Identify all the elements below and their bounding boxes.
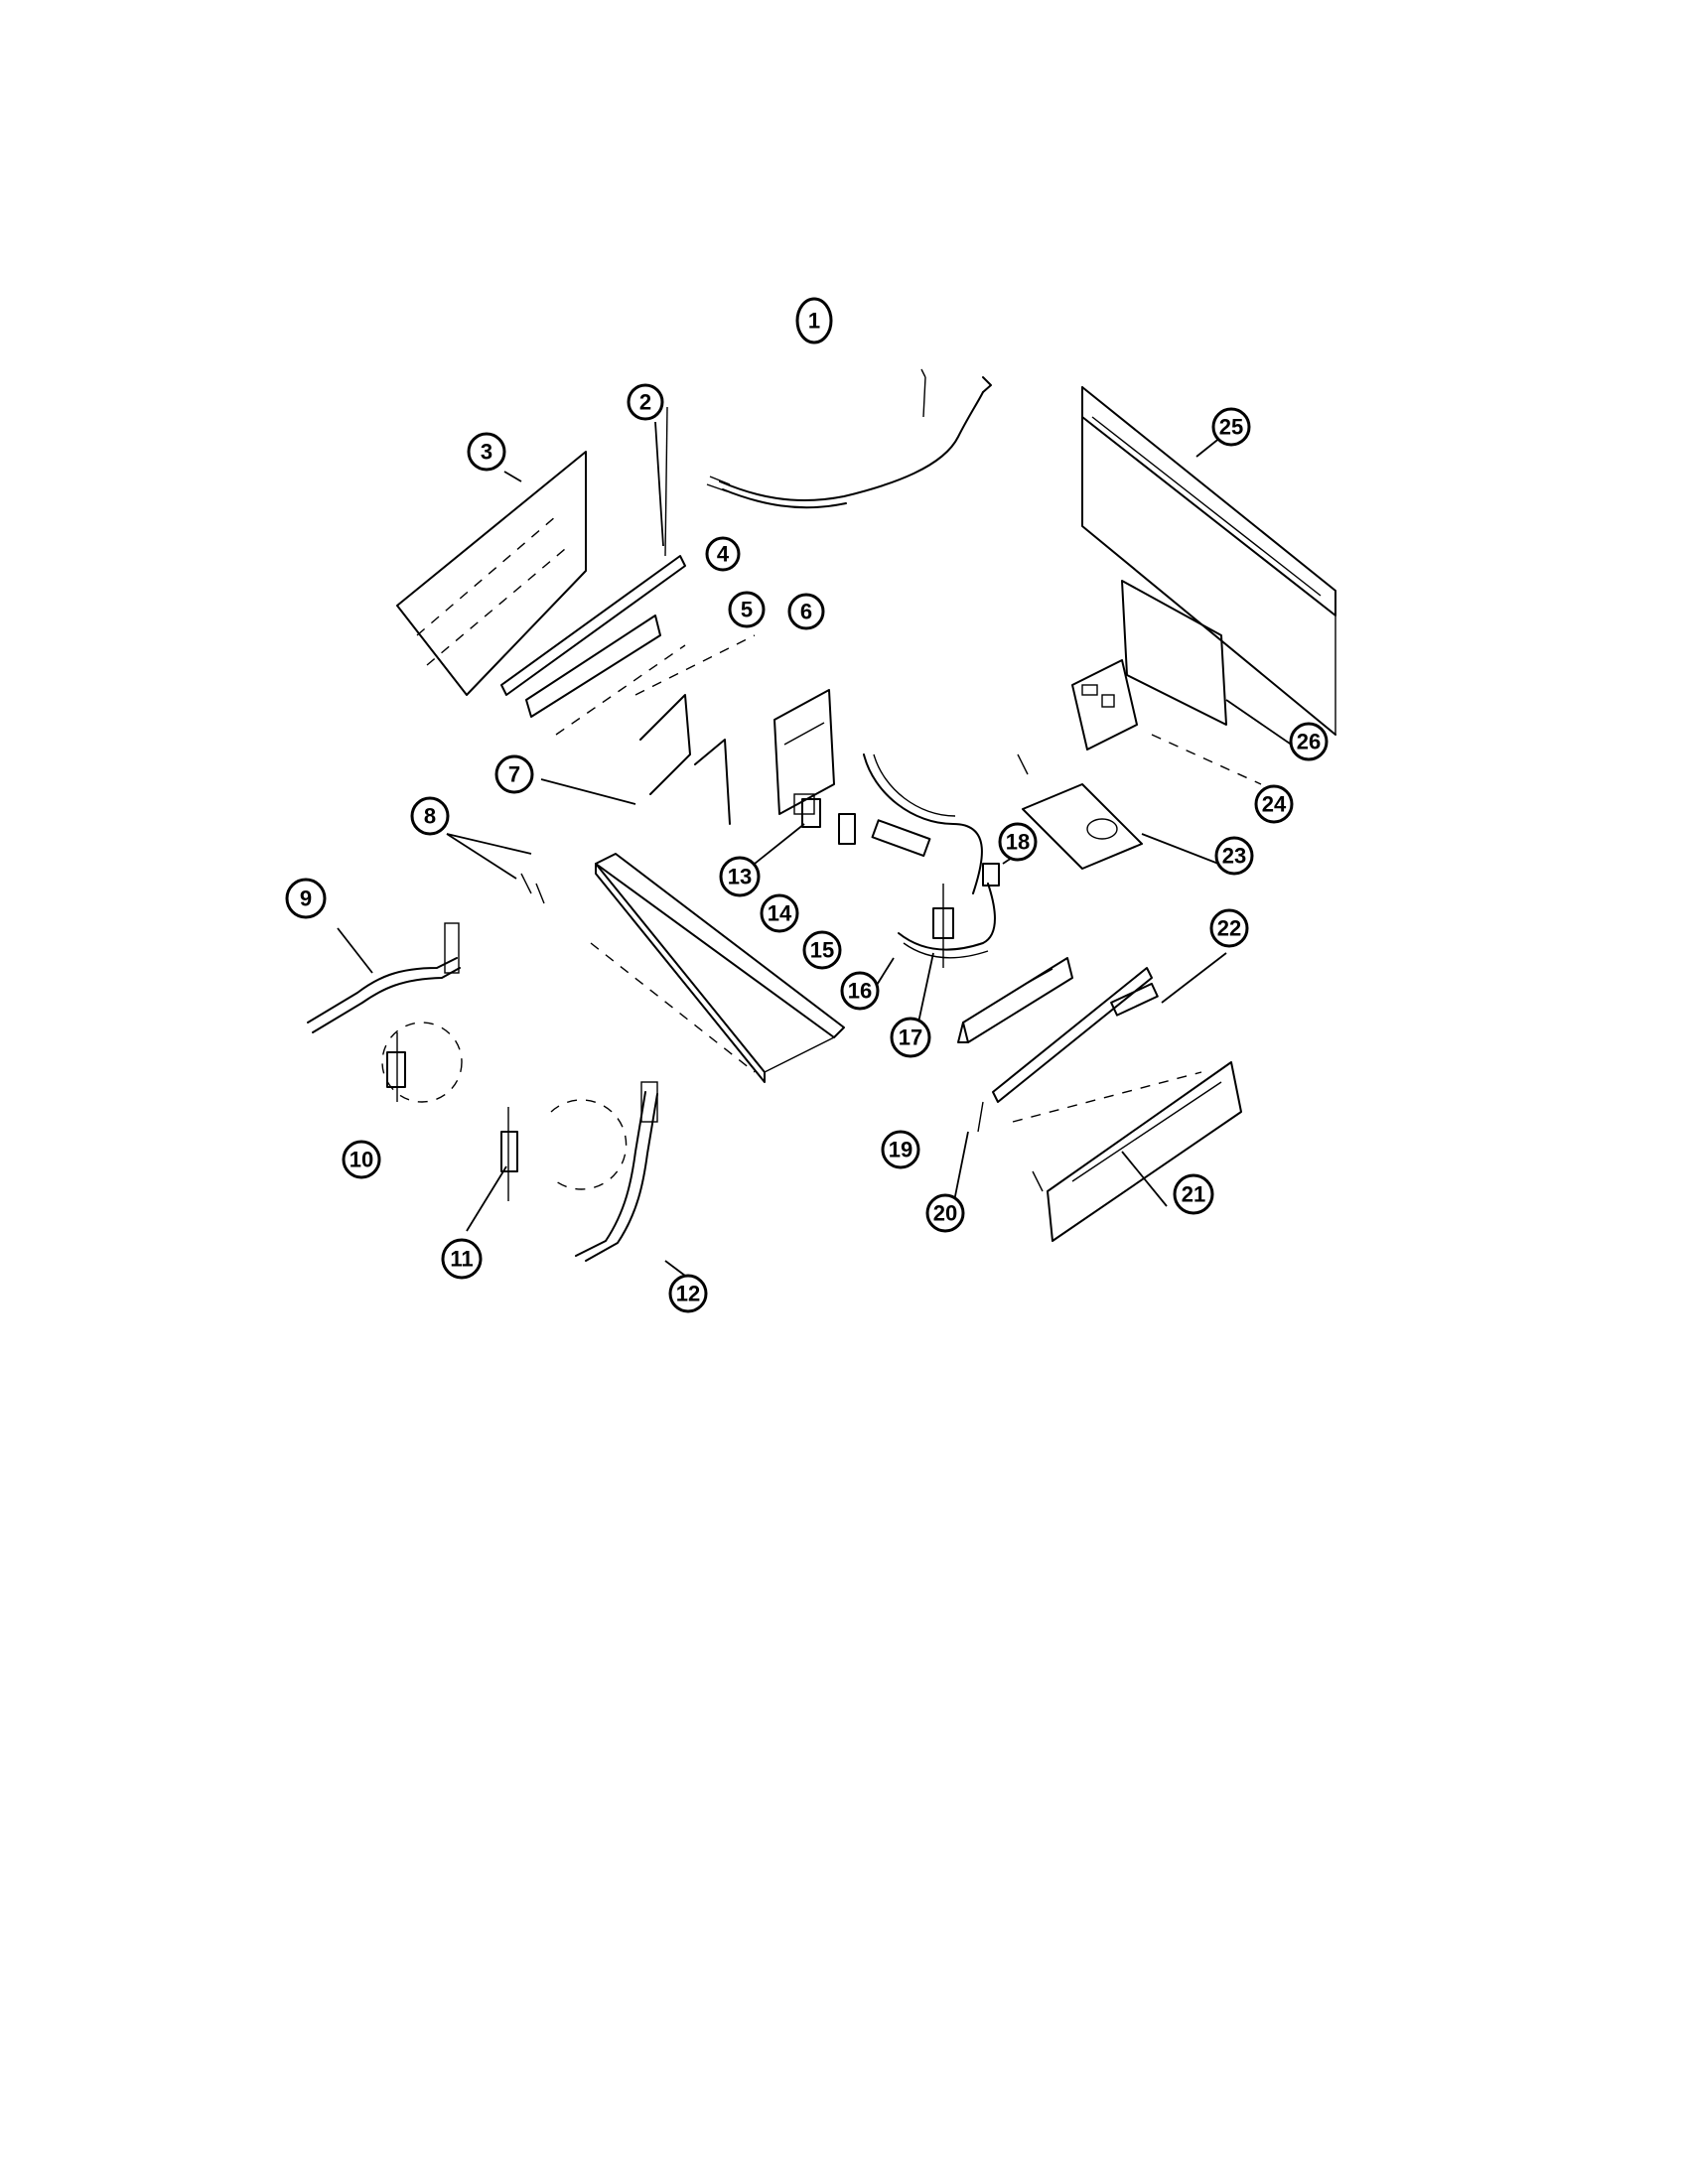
callout-25-label: 25 xyxy=(1219,415,1243,440)
callout-7: 7 xyxy=(494,754,534,794)
callout-20: 20 xyxy=(925,1193,965,1233)
channel-part-19 xyxy=(957,957,1073,1043)
callout-3-label: 3 xyxy=(481,440,492,465)
callout-15: 15 xyxy=(802,930,842,970)
harness-part-15 xyxy=(863,753,983,894)
leader-lines xyxy=(337,421,1307,1277)
left-side-panel-part xyxy=(396,451,587,696)
callout-12-label: 12 xyxy=(676,1282,700,1306)
callout-16: 16 xyxy=(840,971,880,1011)
callout-4-label: 4 xyxy=(717,542,730,567)
harness-part-16 xyxy=(898,883,996,959)
callout-8-label: 8 xyxy=(424,804,436,829)
callout-1-label: 1 xyxy=(808,309,820,334)
callout-10-label: 10 xyxy=(350,1148,373,1172)
bracket-part-5 xyxy=(634,634,756,825)
callout-13: 13 xyxy=(719,856,761,897)
valve-part-17 xyxy=(932,884,954,968)
rail-part-2 xyxy=(500,406,686,696)
callout-1: 1 xyxy=(795,297,833,344)
callout-7-label: 7 xyxy=(508,762,520,787)
callout-5: 5 xyxy=(728,591,766,628)
callout-2: 2 xyxy=(627,383,664,421)
cover-plate-part-26 xyxy=(1121,580,1227,726)
callout-21-label: 21 xyxy=(1182,1182,1205,1207)
callout-14-label: 14 xyxy=(768,901,792,926)
callout-4: 4 xyxy=(705,536,741,572)
callout-11-label: 11 xyxy=(450,1247,473,1272)
callout-9-label: 9 xyxy=(300,887,312,911)
back-panel-part-25 xyxy=(1081,386,1336,736)
rail-part-20 xyxy=(977,967,1153,1133)
callout-20-label: 20 xyxy=(933,1201,957,1226)
connector-part-18 xyxy=(982,863,1000,887)
callout-15-label: 15 xyxy=(810,938,834,963)
tube-part-9 xyxy=(307,922,461,1033)
terminal-part-13 xyxy=(801,798,821,828)
circuit-board-part-24 xyxy=(1071,659,1262,785)
control-box-part-6 xyxy=(773,689,835,815)
callout-6-label: 6 xyxy=(800,600,812,624)
callout-17: 17 xyxy=(890,1017,931,1058)
callout-19-label: 19 xyxy=(889,1138,912,1162)
callout-24-label: 24 xyxy=(1262,792,1287,817)
callout-24: 24 xyxy=(1254,784,1294,824)
callout-25: 25 xyxy=(1211,407,1251,447)
callout-3: 3 xyxy=(467,432,506,472)
callout-10: 10 xyxy=(342,1140,381,1179)
callout-14: 14 xyxy=(760,893,799,933)
callout-2-label: 2 xyxy=(639,390,651,415)
front-rail-part-7 xyxy=(595,853,845,1083)
callout-6: 6 xyxy=(787,593,825,630)
callout-5-label: 5 xyxy=(741,598,753,622)
callout-22: 22 xyxy=(1209,908,1249,948)
valve-part-11 xyxy=(500,1099,628,1201)
callout-17-label: 17 xyxy=(899,1025,922,1050)
callout-26: 26 xyxy=(1289,722,1329,761)
callout-26-label: 26 xyxy=(1297,730,1321,754)
switch-part-14 xyxy=(838,813,856,845)
base-plate-part-23 xyxy=(1017,753,1143,870)
callout-12: 12 xyxy=(668,1274,708,1313)
bottom-panel-part-21 xyxy=(1012,1061,1242,1242)
callout-18-label: 18 xyxy=(1006,830,1030,855)
callout-18: 18 xyxy=(998,822,1038,862)
callout-9: 9 xyxy=(285,878,327,919)
bracket-part-22 xyxy=(1110,982,1159,1017)
callout-11: 11 xyxy=(441,1238,483,1280)
callout-23-label: 23 xyxy=(1222,844,1246,869)
callout-23: 23 xyxy=(1214,836,1254,876)
valve-part-10 xyxy=(381,1022,463,1103)
rail-part-4 xyxy=(525,614,686,736)
fastener-part-8 xyxy=(520,873,756,1073)
callout-21: 21 xyxy=(1173,1173,1214,1215)
callout-13-label: 13 xyxy=(728,865,752,889)
wire-harness-part xyxy=(706,368,992,509)
burner-tube-part-12 xyxy=(575,1081,658,1262)
callout-16-label: 16 xyxy=(848,979,872,1004)
callout-22-label: 22 xyxy=(1217,916,1241,941)
callout-19: 19 xyxy=(881,1130,920,1169)
callout-8: 8 xyxy=(410,796,450,836)
